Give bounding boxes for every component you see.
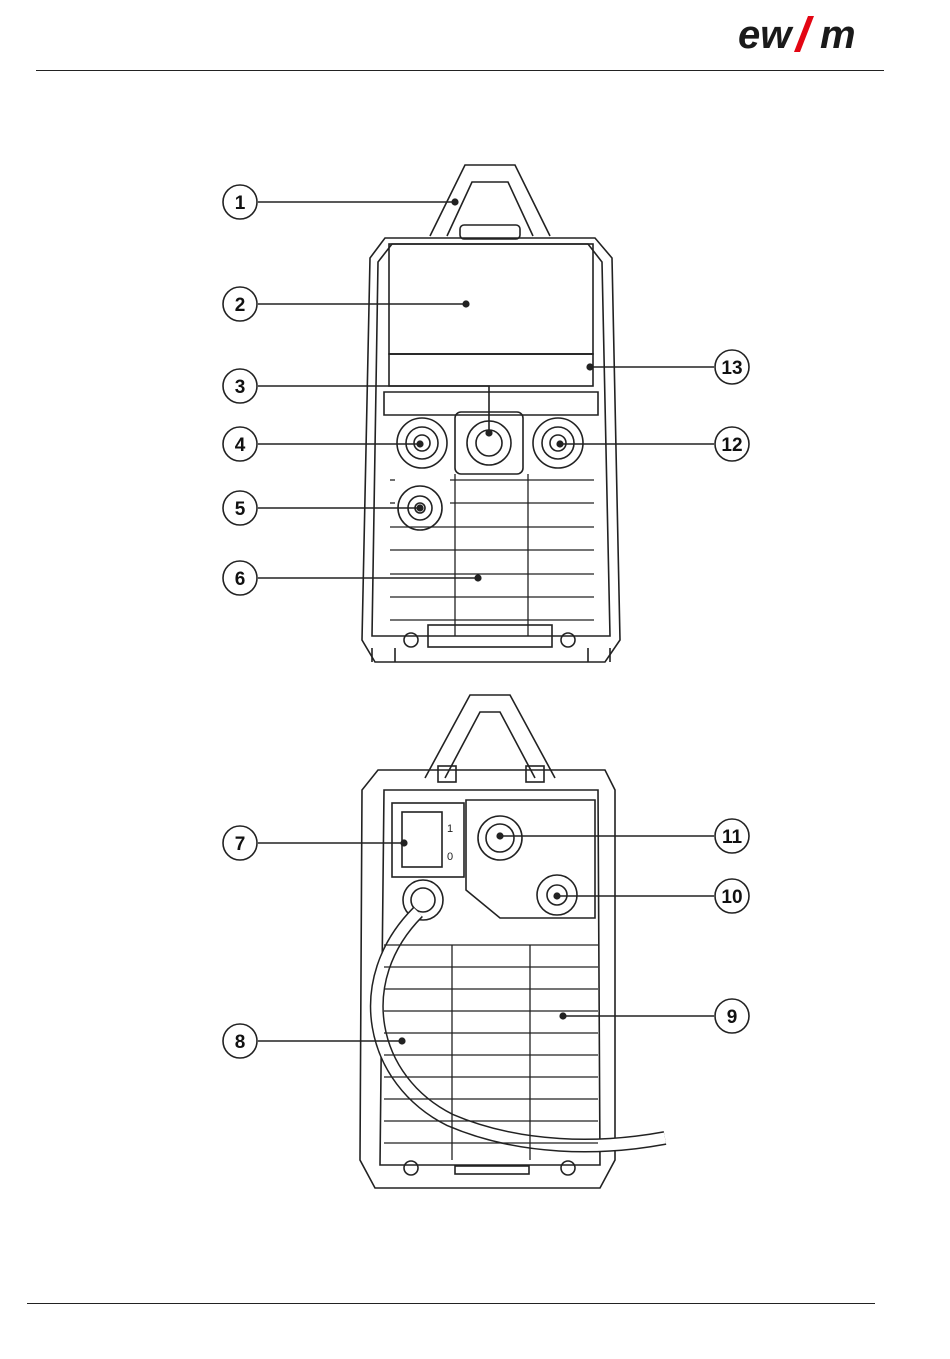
callout-markers: 1 2 3 4 5 6 13 12 7 8 11 10 9 [223, 185, 749, 1058]
switch-label-on: 1 [447, 823, 453, 835]
callout-2: 2 [223, 287, 469, 321]
svg-text:4: 4 [235, 435, 246, 456]
callout-12: 12 [557, 427, 749, 461]
svg-text:12: 12 [721, 435, 742, 456]
callout-1: 1 [223, 185, 458, 219]
svg-text:2: 2 [235, 295, 246, 316]
switch-label-off: 0 [447, 851, 453, 863]
svg-text:11: 11 [722, 827, 743, 848]
svg-text:8: 8 [235, 1032, 246, 1053]
callout-10: 10 [554, 879, 749, 913]
svg-text:7: 7 [235, 834, 246, 855]
callout-7: 7 [223, 826, 407, 860]
callout-3: 3 [223, 369, 492, 436]
rear-view: 1 0 [360, 695, 665, 1188]
callout-6: 6 [223, 561, 481, 595]
front-view [362, 165, 620, 662]
svg-text:5: 5 [235, 499, 246, 520]
svg-text:13: 13 [721, 358, 742, 379]
callout-13: 13 [587, 350, 749, 384]
callout-9: 9 [560, 999, 749, 1033]
callout-5: 5 [223, 491, 423, 525]
svg-text:9: 9 [727, 1007, 738, 1028]
svg-text:6: 6 [235, 569, 246, 590]
svg-text:1: 1 [235, 193, 246, 214]
svg-text:3: 3 [235, 377, 246, 398]
callout-11: 11 [497, 819, 749, 853]
svg-text:10: 10 [721, 887, 742, 908]
callout-4: 4 [223, 427, 423, 461]
